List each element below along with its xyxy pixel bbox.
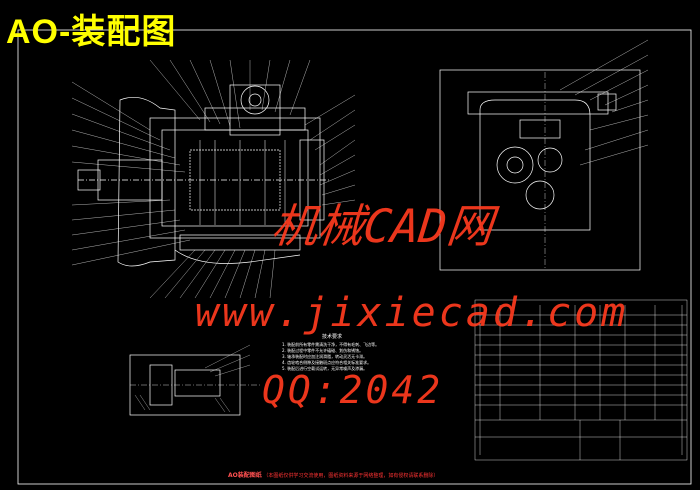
drawing-border bbox=[17, 29, 692, 485]
side-view bbox=[439, 39, 649, 271]
watermark-brand: 机械CAD网 bbox=[268, 199, 496, 253]
watermark-qq: QQ:2042 bbox=[262, 368, 444, 412]
detail-view bbox=[129, 344, 260, 416]
note-item: 2. 装配过程中零件不允许磕碰、划伤和锈蚀。 bbox=[282, 348, 364, 353]
note-item: 1. 装配前所有零件需清洗干净，不得有毛刺、飞边等。 bbox=[282, 342, 380, 347]
notes-header: 技术要求 bbox=[322, 334, 343, 340]
main-assembly-view bbox=[71, 59, 356, 299]
parts-list-table bbox=[474, 299, 688, 461]
watermark-url: www.jixiecad.com bbox=[195, 290, 629, 336]
note-item: 3. 轴承装配时应加注润滑脂，转动灵活无卡滞。 bbox=[282, 354, 368, 359]
note-item: 4. 齿轮啮合侧隙及接触斑点应符合相关标准要求。 bbox=[282, 360, 372, 365]
footer-text: （本图纸仅供学习交流使用，图纸资料来源于网络整理，如有侵权请联系删除） bbox=[263, 473, 439, 479]
footer-heading: AO装配图纸 bbox=[228, 472, 262, 479]
drawing-title: AO-装配图 bbox=[6, 13, 177, 51]
footer-note: AO装配图纸 （本图纸仅供学习交流使用，图纸资料来源于网络整理，如有侵权请联系删… bbox=[228, 472, 488, 480]
note-item: 5. 装配后进行空载试运转，无异常噪声及渗漏。 bbox=[282, 366, 368, 371]
technical-notes: 技术要求 1. 装配前所有零件需清洗干净，不得有毛刺、飞边等。 2. 装配过程中… bbox=[282, 334, 468, 372]
